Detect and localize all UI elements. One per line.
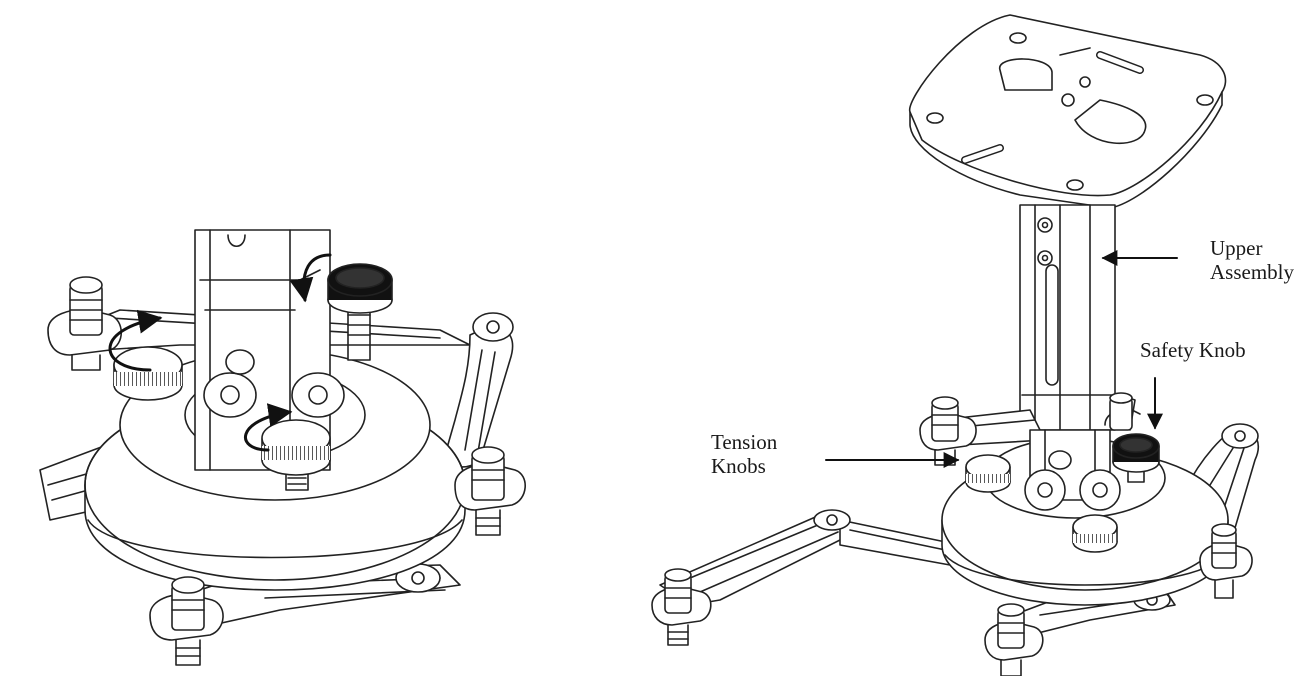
left-foot-front bbox=[149, 576, 224, 666]
upper-assembly-column bbox=[1019, 204, 1116, 431]
left-tension-knob-1 bbox=[113, 346, 183, 401]
right-lower-tube bbox=[1024, 429, 1121, 511]
right-foot-front bbox=[984, 603, 1044, 676]
upper-assembly-label-line1: Upper bbox=[1210, 236, 1263, 260]
left-tension-knob-2 bbox=[261, 419, 331, 491]
tension-knobs-label-line2: Knobs bbox=[711, 454, 766, 478]
left-foot-back-left bbox=[47, 276, 123, 371]
right-foot-back-right bbox=[1104, 392, 1141, 431]
right-tension-knob-1 bbox=[965, 454, 1011, 493]
left-foot-right bbox=[454, 446, 526, 536]
ceiling-plate bbox=[909, 14, 1227, 209]
safety-knob-label: Safety Knob bbox=[1140, 338, 1246, 362]
right-arm-left bbox=[659, 509, 961, 606]
right-tension-knob-2 bbox=[1072, 514, 1118, 553]
tension-knobs-label: Tension Knobs bbox=[711, 430, 777, 478]
left-detail-view bbox=[39, 229, 526, 666]
upper-assembly-label-line2: Assembly bbox=[1210, 260, 1294, 284]
right-foot-left bbox=[651, 568, 712, 646]
left-safety-knob bbox=[327, 263, 393, 361]
tension-knobs-label-line1: Tension bbox=[711, 430, 778, 454]
right-safety-knob bbox=[1112, 433, 1160, 483]
upper-assembly-label: Upper Assembly bbox=[1210, 236, 1294, 284]
right-assembly-view bbox=[651, 14, 1259, 676]
left-pivot bbox=[203, 349, 345, 418]
right-foot-right bbox=[1199, 523, 1253, 599]
right-foot-back-left bbox=[919, 396, 977, 466]
left-arm-right bbox=[444, 312, 514, 468]
rotation-arrow-icon bbox=[108, 253, 332, 452]
